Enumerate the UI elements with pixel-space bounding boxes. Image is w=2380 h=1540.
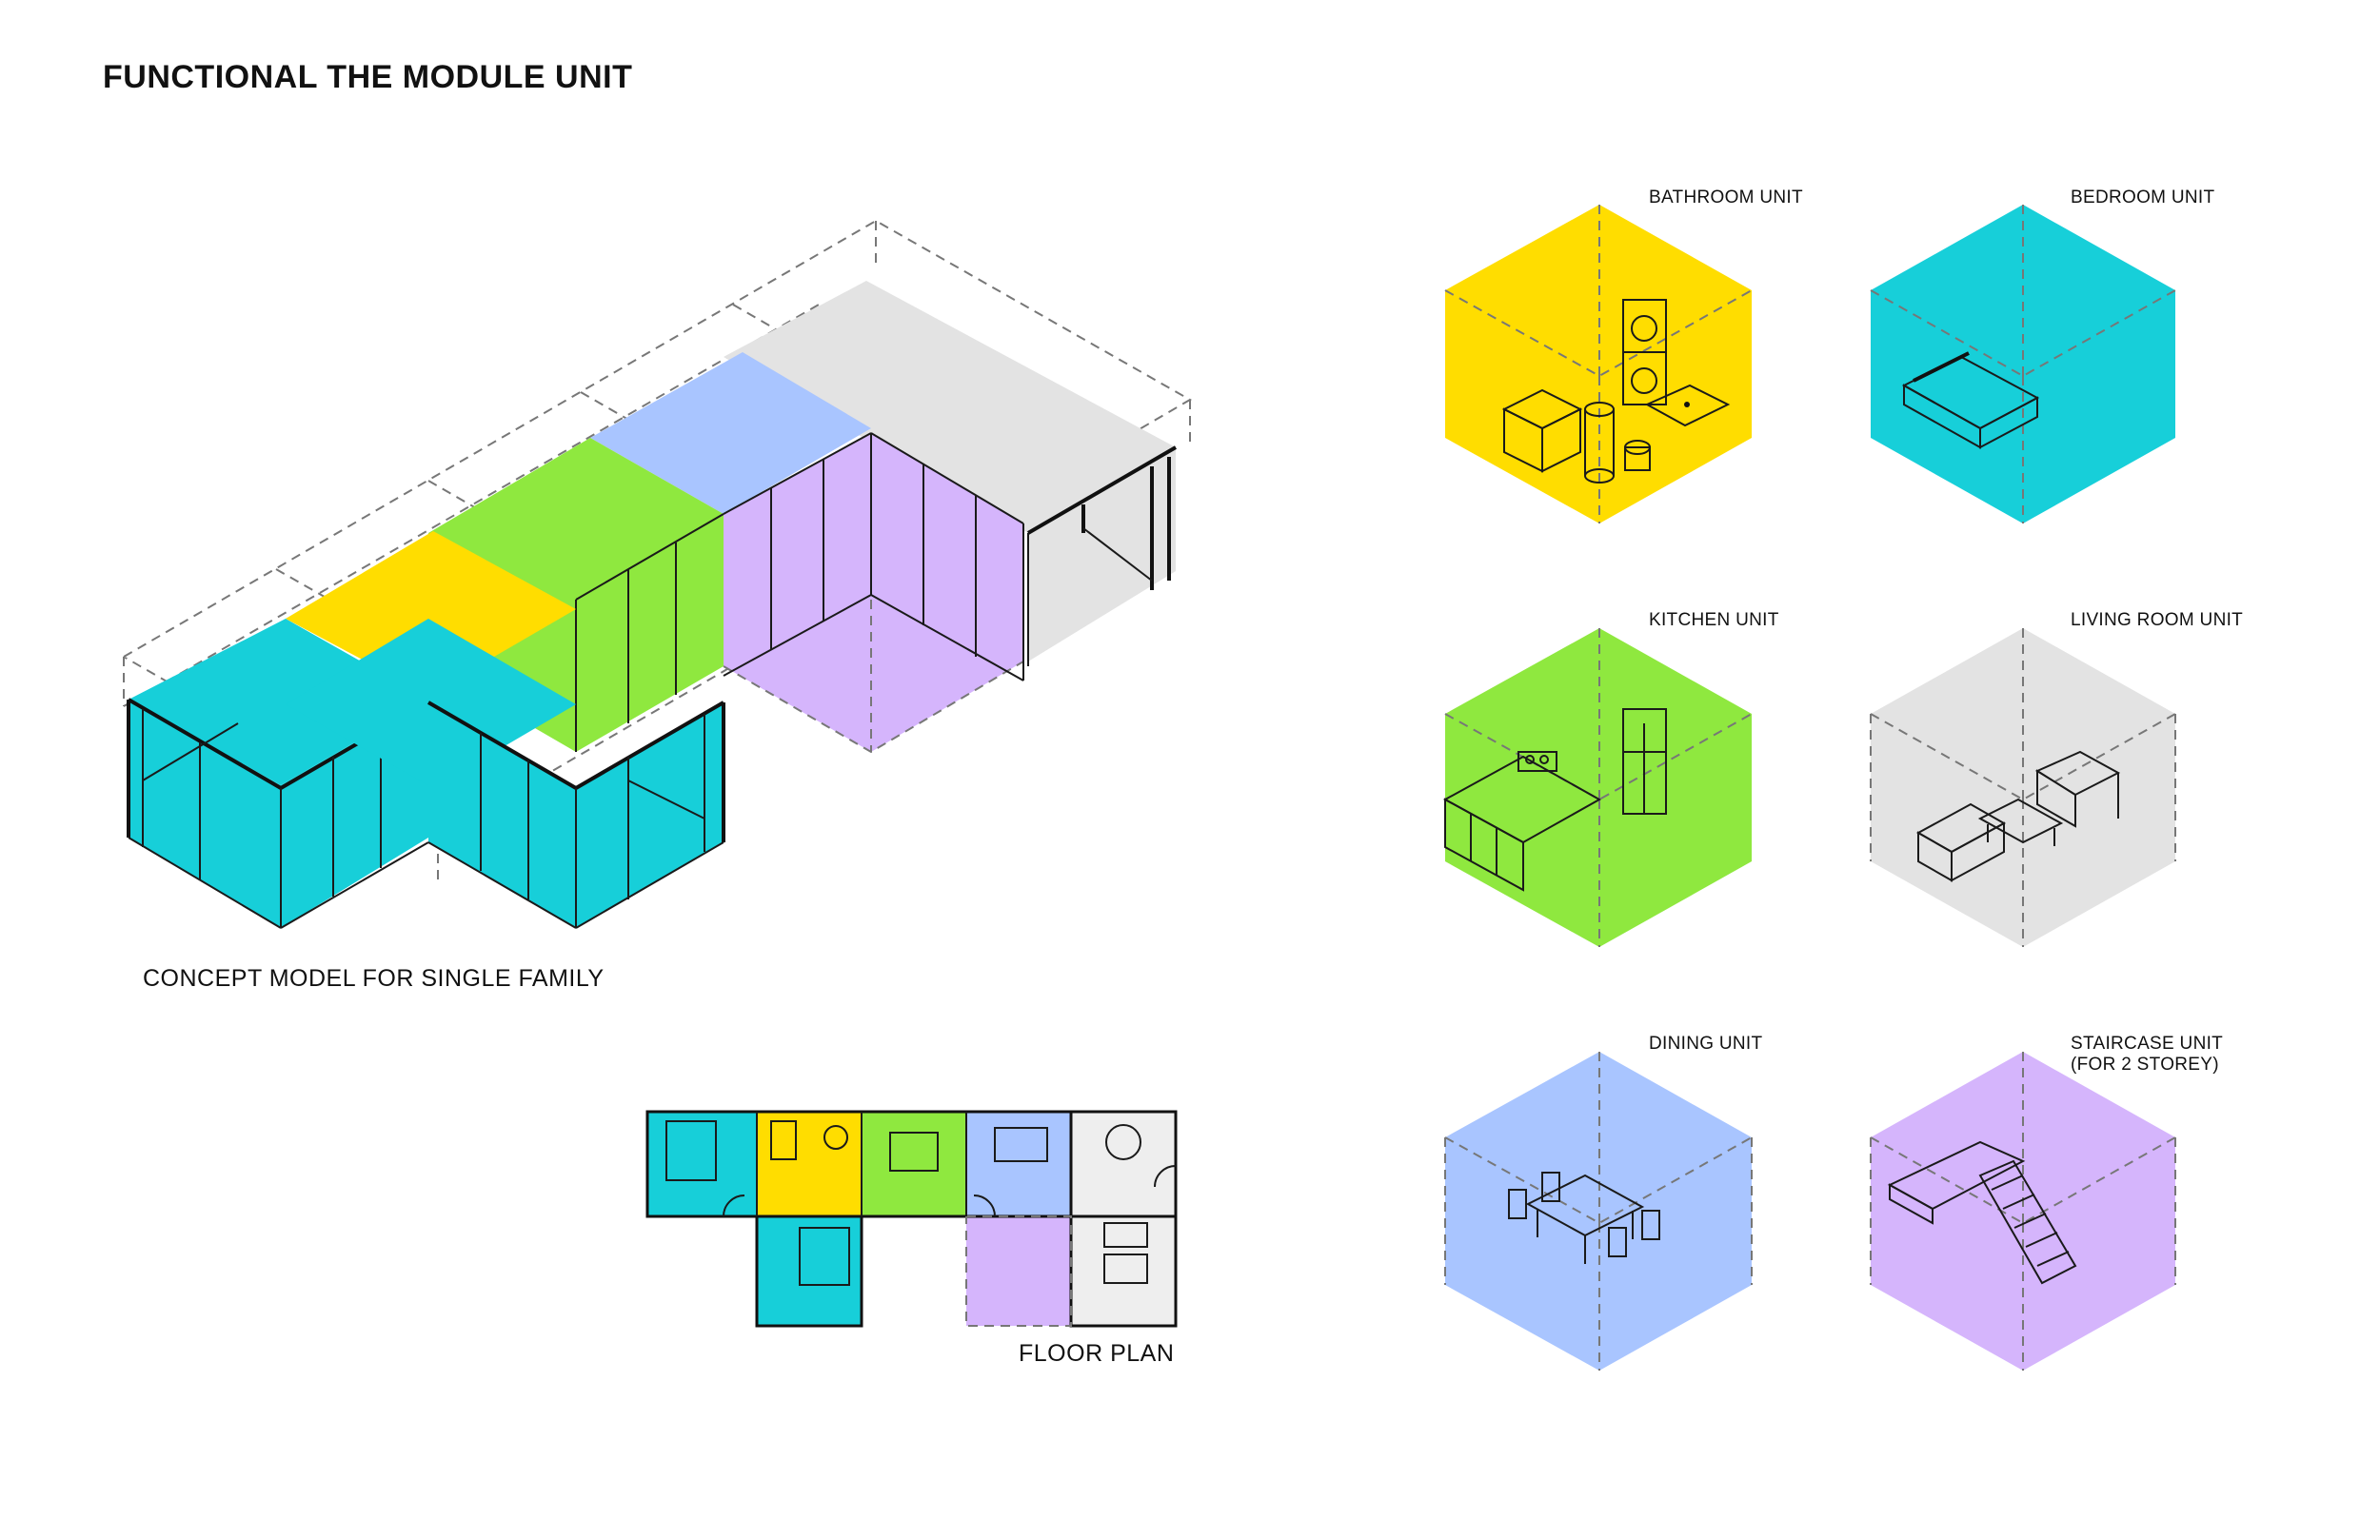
plan-door-swing-icon-2 <box>973 1194 996 1217</box>
living-room-unit-label: LIVING ROOM UNIT <box>2071 610 2244 630</box>
plan-toilet-icon <box>823 1125 848 1150</box>
module-living <box>724 281 1178 666</box>
plan-kitchen <box>862 1112 966 1216</box>
plan-round-table-icon <box>1105 1124 1141 1160</box>
coffee-table-icon <box>1977 798 2064 846</box>
plan-living <box>1071 1112 1176 1326</box>
module-bedroom-b <box>286 619 725 929</box>
washer-dryer-icon <box>1622 299 1667 405</box>
plan-bed-icon <box>665 1120 717 1181</box>
dining-table-icon <box>1525 1174 1645 1264</box>
water-heater-icon <box>1584 402 1615 484</box>
toilet-icon <box>1624 440 1651 471</box>
counter-icon <box>1442 755 1602 892</box>
stair-opening-icon <box>1887 1140 2026 1225</box>
stove-icon <box>1517 751 1557 772</box>
plan-coffee-table-icon <box>1103 1254 1148 1284</box>
plan-door-swing-icon <box>723 1194 745 1217</box>
unit-dining-hex <box>1444 1052 1753 1371</box>
unit-kitchen-hex <box>1442 628 1753 947</box>
unit-bedroom-hex <box>1870 205 2176 523</box>
plan-dining-table-icon <box>994 1127 1048 1162</box>
bathroom-unit-label: BATHROOM UNIT <box>1649 188 1803 207</box>
plan-door-swing-icon-3 <box>1154 1165 1177 1188</box>
plan-bedroom-b <box>757 1216 862 1326</box>
chair-icon <box>1508 1172 1660 1257</box>
sofa-icon <box>1915 802 2007 882</box>
stair-flight-icon <box>1978 1159 2077 1285</box>
plan-bed-icon-b <box>799 1227 850 1286</box>
module-bathroom <box>286 531 576 695</box>
vanity-icon <box>1501 388 1583 473</box>
module-staircase <box>723 432 1024 754</box>
staircase-unit-label: STAIRCASE UNIT (FOR 2 STOREY) <box>2071 1034 2224 1075</box>
unit-living-hex <box>1870 628 2176 947</box>
concept-model-caption: CONCEPT MODEL FOR SINGLE FAMILY <box>143 965 605 992</box>
shower-tray-icon <box>1644 384 1731 427</box>
floor-plan-caption: FLOOR PLAN <box>1019 1340 1175 1367</box>
dining-unit-label: DINING UNIT <box>1649 1034 1763 1054</box>
plan-counter-icon <box>889 1132 939 1172</box>
floor-plan <box>645 1110 1178 1328</box>
fridge-icon <box>1622 708 1667 815</box>
plan-dining <box>966 1112 1071 1216</box>
plan-bedroom-a <box>647 1112 757 1216</box>
module-dining <box>590 352 871 514</box>
module-bedroom-a <box>127 619 430 929</box>
unit-bathroom-hex <box>1444 205 1753 523</box>
bedroom-unit-label: BEDROOM UNIT <box>2071 188 2215 207</box>
bed-icon <box>1901 351 2040 449</box>
armchair-icon <box>2034 750 2121 828</box>
page-title: FUNCTIONAL THE MODULE UNIT <box>103 59 633 95</box>
plan-shower-icon <box>770 1120 797 1160</box>
kitchen-unit-label: KITCHEN UNIT <box>1649 610 1779 630</box>
plan-sofa-icon <box>1103 1222 1148 1248</box>
plan-staircase <box>966 1216 1071 1326</box>
unit-staircase-hex <box>1870 1052 2176 1371</box>
plan-bathroom <box>757 1112 862 1216</box>
